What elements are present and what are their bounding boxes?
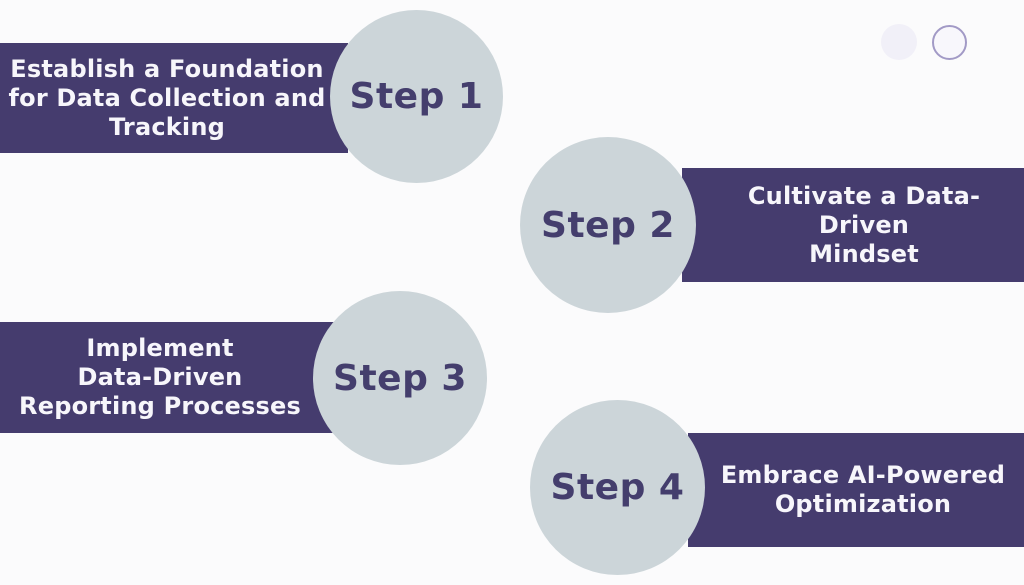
step4-circle: Step 4: [530, 400, 705, 575]
step3-title: Implement Data-Driven Reporting Processe…: [19, 334, 301, 420]
step1-circle: Step 1: [330, 10, 503, 183]
step2-label: Step 2: [541, 204, 675, 246]
step3-banner: Implement Data-Driven Reporting Processe…: [0, 322, 352, 433]
step2-banner: Cultivate a Data-Driven Mindset: [682, 168, 1024, 282]
step1-title: Establish a Foundation for Data Collecti…: [8, 54, 326, 141]
step4-title: Embrace AI-Powered Optimization: [720, 461, 1006, 518]
step1-label: Step 1: [349, 76, 484, 117]
decor-dot-outlined-icon: [932, 25, 967, 60]
step4-banner: Embrace AI-Powered Optimization: [688, 433, 1024, 547]
step1-banner: Establish a Foundation for Data Collecti…: [0, 43, 348, 153]
step2-title: Cultivate a Data-Driven Mindset: [747, 181, 981, 268]
step3-label: Step 3: [333, 357, 467, 399]
decor-dot-filled-icon: [881, 24, 917, 60]
step3-circle: Step 3: [313, 291, 487, 465]
step2-circle: Step 2: [520, 137, 696, 313]
step4-label: Step 4: [550, 467, 685, 508]
